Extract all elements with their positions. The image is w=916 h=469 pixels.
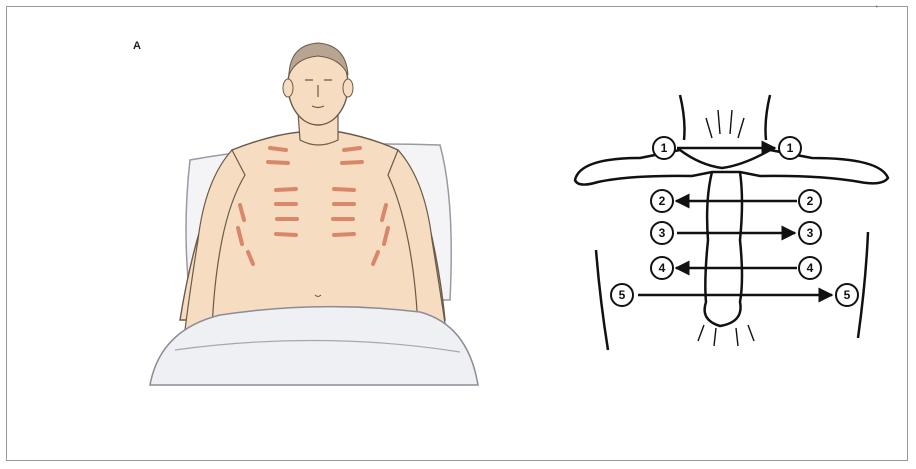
marker-5-right: 5 [836,284,858,306]
neck-outline [680,95,770,140]
marker-4-right: 4 [799,257,821,279]
marker-5-left-label: 5 [619,288,626,302]
sternum [705,172,742,326]
clavicles [575,150,888,185]
marker-2-right: 2 [799,190,821,212]
marker-2-right-label: 2 [807,194,814,208]
marker-4-right-label: 4 [807,261,814,275]
marker-4-left: 4 [651,257,673,279]
neck-strokes [706,110,744,138]
marker-3-right-label: 3 [807,226,814,240]
marker-1-right: 1 [779,137,801,159]
abdomen-strokes [698,325,754,346]
marker-5-right-label: 5 [844,288,851,302]
left-chest-line [596,250,608,350]
marker-3-left: 3 [651,222,673,244]
marker-2-left: 2 [651,190,673,212]
marker-1-left: 1 [653,137,675,159]
marker-4-left-label: 4 [659,261,666,275]
marker-3-left-label: 3 [659,226,666,240]
marker-1-left-label: 1 [661,141,668,155]
marker-3-right: 3 [799,222,821,244]
right-chest-line [858,232,868,338]
marker-5-left: 5 [611,284,633,306]
marker-1-right-label: 1 [787,141,794,155]
marker-2-left-label: 2 [659,194,666,208]
